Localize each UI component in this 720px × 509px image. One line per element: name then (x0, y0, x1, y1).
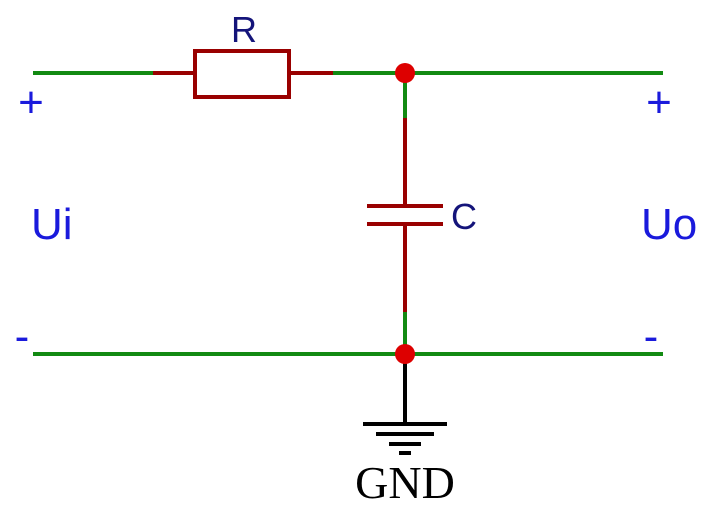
input-minus-label: - (15, 312, 30, 361)
input-plus-label: + (18, 78, 44, 127)
ground-symbol-icon (363, 354, 447, 455)
output-minus-label: - (644, 312, 659, 361)
output-plus-label: + (646, 78, 672, 127)
input-name-label: Ui (31, 200, 73, 249)
ground-label: GND (355, 457, 455, 508)
junction-dot-icon (395, 63, 415, 83)
capacitor-label: C (451, 196, 477, 237)
output-name-label: Uo (641, 200, 697, 249)
junction-dot-icon (395, 344, 415, 364)
resistor-label: R (231, 9, 257, 50)
resistor-body (193, 49, 291, 99)
